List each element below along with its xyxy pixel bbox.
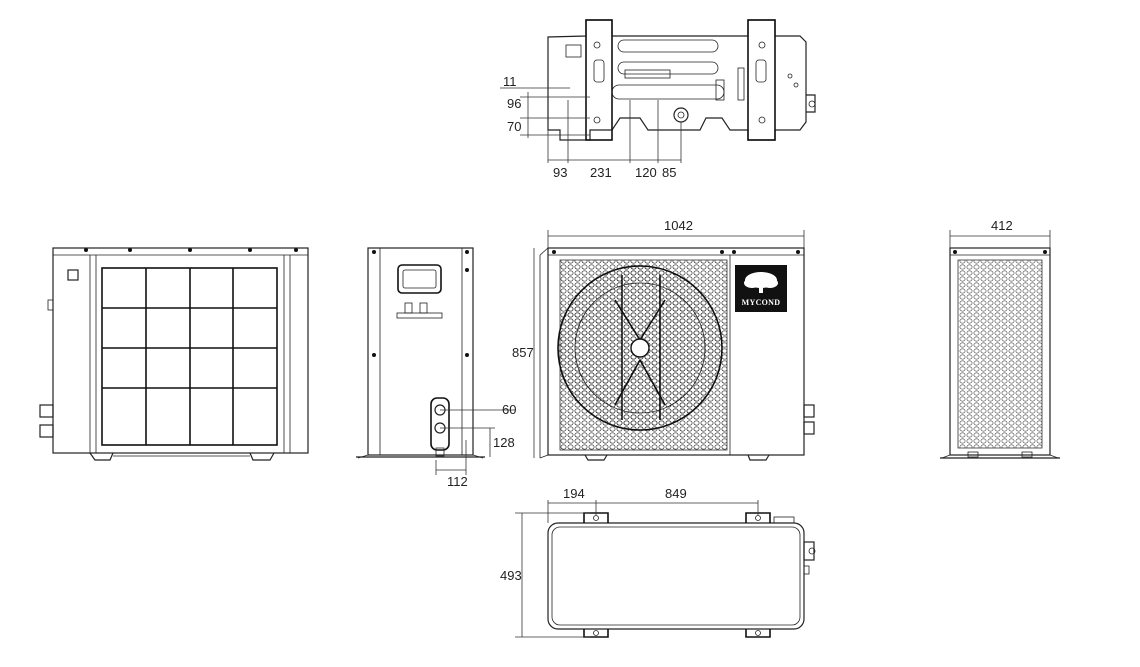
bottom-view: 11 96 70 93 231 120 85 [500,19,816,180]
dim-857: 857 [512,345,534,360]
side-view: 60 128 112 [356,247,516,489]
handle [397,264,442,294]
bracket-right [747,19,776,141]
dim-120: 120 [635,165,657,180]
top-view: 194 849 493 [500,486,816,638]
dim-60: 60 [502,402,516,417]
dim-128: 128 [493,435,515,450]
side-grille [957,259,1043,449]
water-connections [430,397,450,451]
bracket-left [585,19,613,141]
dim-85: 85 [662,165,676,180]
dim-93: 93 [553,165,567,180]
dim-70: 70 [507,119,521,134]
dim-11: 11 [503,74,517,89]
dim-112: 112 [447,474,468,489]
logo-text: MYCOND [742,298,781,307]
dim-194: 194 [563,486,585,501]
tree-icon [744,272,778,293]
dim-96: 96 [507,96,521,111]
front-view: MYCOND 1042 857 [512,218,815,461]
dim-493: 493 [500,568,522,583]
dim-1042: 1042 [664,218,693,233]
foot-bottom-left [583,629,609,638]
foot-bottom-right [745,629,771,638]
right-side-view: 412 [940,218,1060,459]
dim-412: 412 [991,218,1013,233]
dim-231: 231 [590,165,612,180]
dim-849: 849 [665,486,687,501]
rear-view [39,247,309,461]
